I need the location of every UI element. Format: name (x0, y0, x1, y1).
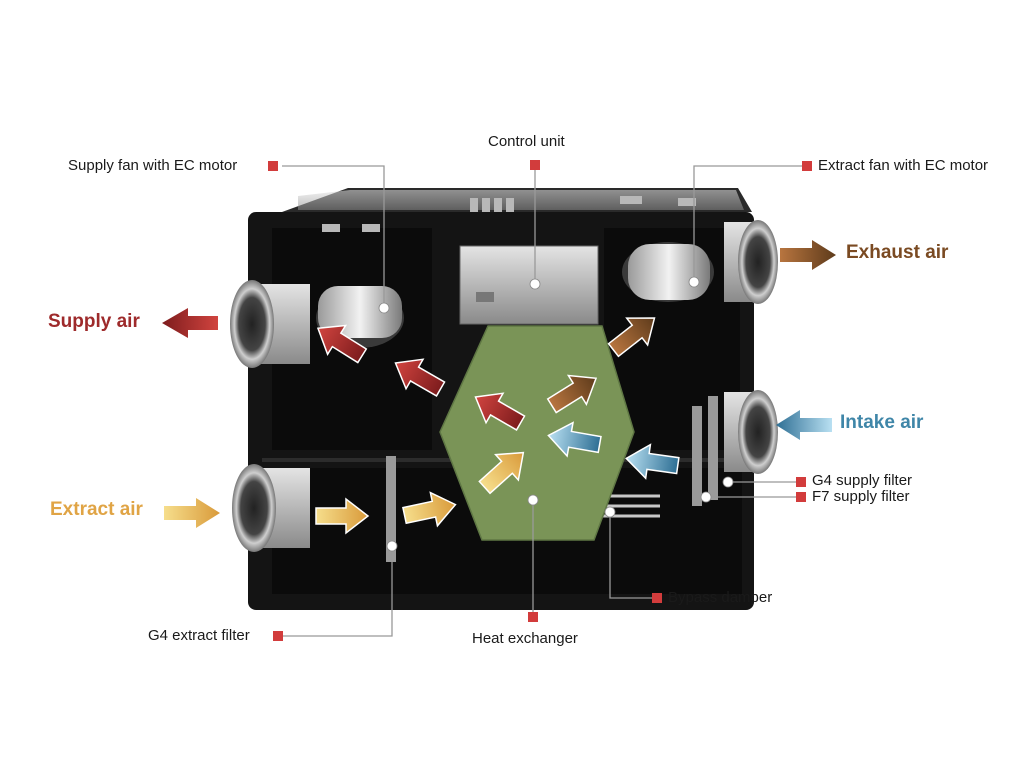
callout-heat-exchanger: Heat exchanger (472, 630, 578, 647)
label-extract-air: Extract air (50, 499, 143, 520)
filters (386, 396, 718, 562)
top-clips (322, 196, 696, 232)
callout-bypass-damper: Bypass damper (668, 589, 773, 606)
external-flow-arrows (162, 240, 836, 528)
duct-exhaust-air (724, 220, 778, 304)
label-intake-air: Intake air (840, 412, 924, 433)
extract-fan (622, 242, 714, 302)
extract-air-arrow (164, 498, 220, 528)
callout-g4-extract-filter: G4 extract filter (148, 627, 250, 644)
duct-extract-air (232, 464, 310, 552)
label-exhaust-air: Exhaust air (846, 242, 949, 263)
callout-f7-supply-filter: F7 supply filter (812, 488, 910, 505)
callout-g4-supply-filter: G4 supply filter (812, 472, 913, 489)
callout-control-unit: Control unit (488, 133, 565, 150)
exhaust-air-arrow (780, 240, 836, 270)
duct-supply-air (230, 280, 310, 368)
internal-flow-arrows (315, 317, 680, 535)
control-unit-box (459, 245, 599, 325)
duct-intake-air (724, 390, 778, 474)
supply-air-arrow (162, 308, 218, 338)
label-supply-air: Supply air (48, 311, 140, 332)
leader-endpoint-dots (378, 276, 734, 552)
intake-air-arrow (776, 410, 832, 440)
leader-lines (278, 165, 806, 637)
callout-markers (268, 160, 812, 641)
callout-supply-fan: Supply fan with EC motor (68, 157, 238, 174)
callout-extract-fan: Extract fan with EC motor (818, 157, 989, 174)
